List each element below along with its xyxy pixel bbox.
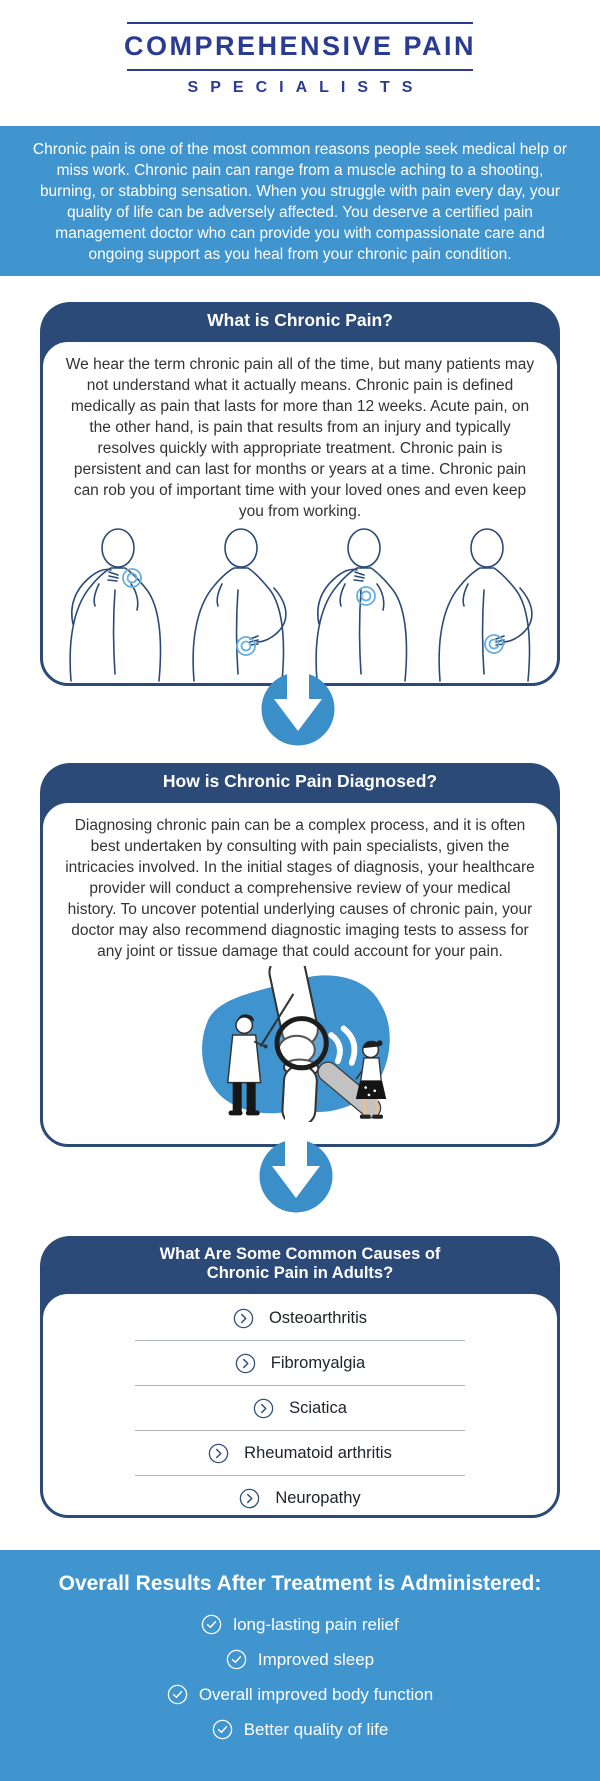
cause-list: Osteoarthritis Fibromyalgia Sciatica Rhe… — [43, 1296, 557, 1515]
logo-rule-bottom — [127, 69, 473, 71]
cause-list-item: Fibromyalgia — [43, 1341, 557, 1385]
result-label: Overall improved body function — [198, 1684, 434, 1704]
cause-list-item: Neuropathy — [43, 1476, 557, 1515]
card-common-causes: What Are Some Common Causes of Chronic P… — [40, 1236, 560, 1518]
intro-band: Chronic pain is one of the most common r… — [0, 126, 600, 276]
chevron-circle-icon — [235, 1353, 256, 1373]
result-list-item: Better quality of life — [0, 1717, 600, 1742]
card-body-text: We hear the term chronic pain all of the… — [65, 356, 535, 520]
card-title-line1: What Are Some Common Causes of — [159, 1244, 441, 1263]
card-what-is-chronic-pain: What is Chronic Pain? We hear the term c… — [40, 302, 560, 686]
result-list-item: Overall improved body function — [0, 1682, 600, 1707]
cause-label: Osteoarthritis — [268, 1308, 368, 1327]
card-title-line2: Chronic Pain in Adults? — [206, 1263, 394, 1282]
result-list-item: Improved sleep — [0, 1647, 600, 1672]
check-circle-icon — [212, 1719, 232, 1740]
down-arrow-icon — [258, 1112, 334, 1213]
card-how-diagnosed: How is Chronic Pain Diagnosed? Diagnosin… — [40, 763, 560, 1147]
card-body: We hear the term chronic pain all of the… — [40, 339, 560, 686]
results-band: Overall Results After Treatment is Admin… — [0, 1550, 600, 1781]
result-label: Improved sleep — [257, 1649, 375, 1669]
chevron-circle-icon — [233, 1308, 254, 1328]
check-circle-icon — [167, 1684, 188, 1705]
result-list-item: long-lasting pain relief — [0, 1612, 600, 1637]
cause-list-item: Rheumatoid arthritis — [43, 1431, 557, 1475]
down-arrow-icon — [260, 645, 336, 746]
separator — [135, 1475, 465, 1476]
chevron-circle-icon — [208, 1443, 229, 1463]
separator — [135, 1340, 465, 1341]
cause-list-item: Osteoarthritis — [43, 1296, 557, 1340]
card-title: What is Chronic Pain? — [207, 310, 393, 330]
check-circle-icon — [202, 1614, 222, 1635]
chevron-circle-icon — [253, 1398, 274, 1418]
card-title: What Are Some Common Causes of Chronic P… — [40, 1236, 560, 1291]
card-body-text: Diagnosing chronic pain can be a complex… — [65, 817, 535, 960]
separator — [135, 1430, 465, 1431]
result-list: long-lasting pain relief Improved sleep … — [0, 1612, 600, 1742]
cause-label: Neuropathy — [275, 1488, 361, 1507]
cause-label: Rheumatoid arthritis — [244, 1443, 392, 1462]
result-label: long-lasting pain relief — [233, 1614, 399, 1634]
result-label: Better quality of life — [243, 1719, 389, 1739]
logo-rule-top — [127, 22, 473, 24]
chevron-circle-icon — [240, 1488, 260, 1508]
knee-joint-examination-illustration — [202, 966, 390, 1122]
cause-label: Fibromyalgia — [270, 1353, 366, 1372]
cause-label: Sciatica — [289, 1398, 347, 1417]
separator — [135, 1385, 465, 1386]
cause-list-item: Sciatica — [43, 1386, 557, 1430]
intro-paragraph: Chronic pain is one of the most common r… — [32, 141, 568, 263]
card-body: Osteoarthritis Fibromyalgia Sciatica Rhe… — [40, 1291, 560, 1518]
brand-title: COMPREHENSIVE PAIN — [123, 31, 477, 61]
card-body: Diagnosing chronic pain can be a complex… — [40, 800, 560, 1147]
brand-subtitle: SPECIALISTS — [187, 79, 425, 96]
results-headline: Overall Results After Treatment is Admin… — [58, 1572, 542, 1595]
card-title: How is Chronic Pain Diagnosed? — [162, 771, 438, 791]
check-circle-icon — [226, 1649, 247, 1670]
